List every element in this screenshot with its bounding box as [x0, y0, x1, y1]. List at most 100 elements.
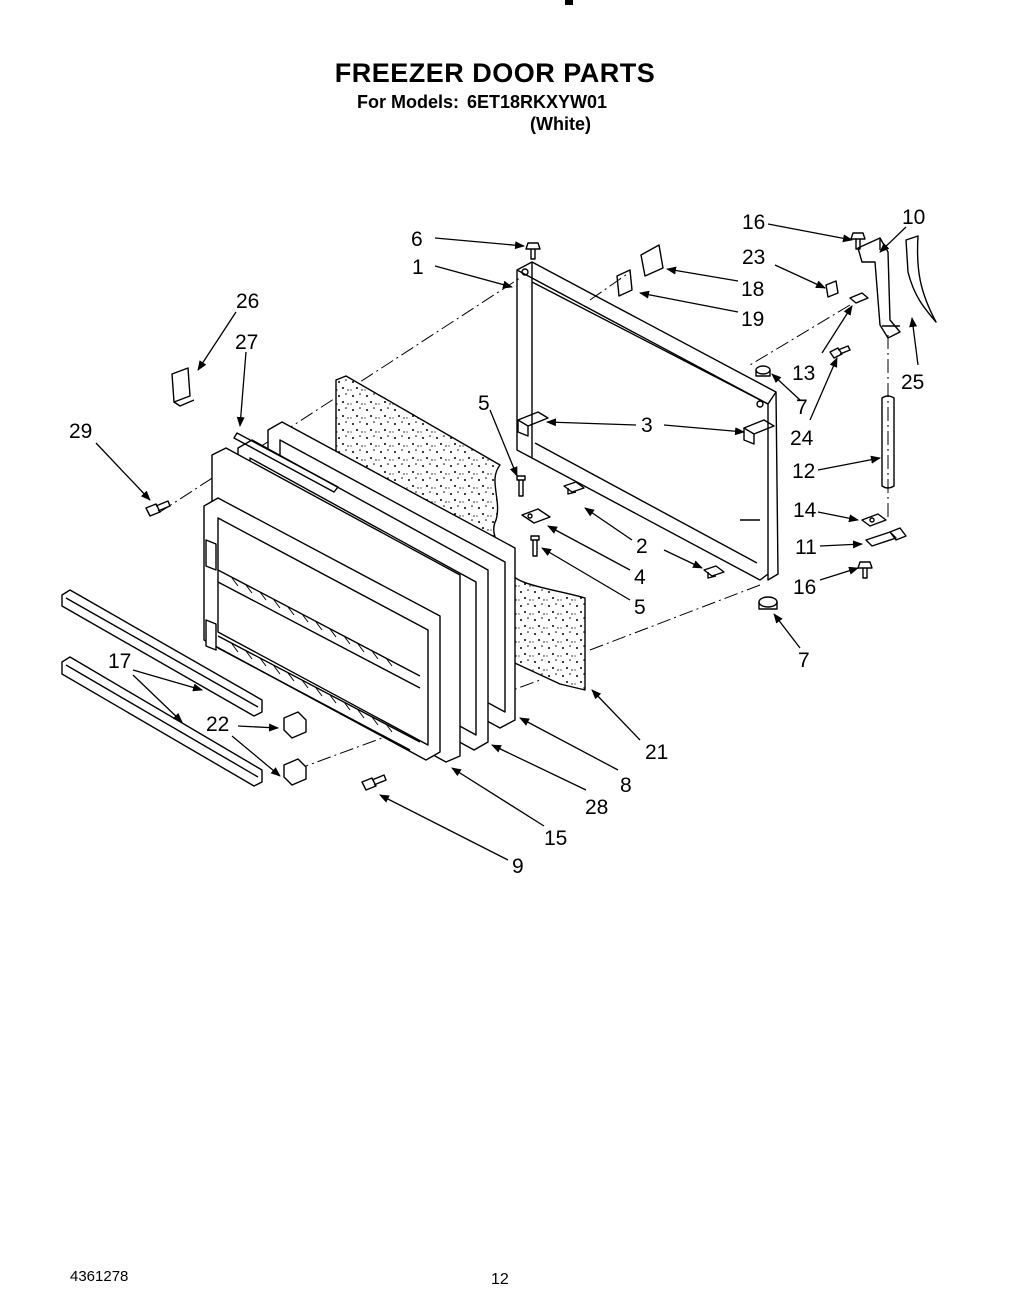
leader-12 — [817, 455, 881, 471]
callout-18: 18 — [741, 278, 764, 301]
leader-14 — [817, 511, 859, 523]
leader-21 — [591, 689, 641, 741]
end-cap-part-22-lower — [283, 758, 307, 786]
callout-15: 15 — [544, 827, 567, 850]
shelf-trim-part-17-upper — [61, 589, 263, 717]
leader-23 — [774, 264, 826, 289]
leader-19 — [639, 290, 739, 313]
leader-25 — [909, 317, 919, 366]
leader-2-right — [663, 549, 703, 569]
callout-26: 26 — [236, 290, 259, 313]
callout-21: 21 — [645, 741, 668, 764]
pad-part-19 — [616, 269, 633, 297]
handle-bar-part-12 — [881, 395, 895, 489]
screw-part-9 — [361, 774, 387, 791]
callout-23: 23 — [742, 246, 765, 269]
leader-15 — [451, 767, 545, 827]
leader-27 — [236, 351, 247, 427]
leader-11 — [819, 540, 863, 549]
callout-13: 13 — [792, 362, 815, 385]
leader-8 — [519, 717, 619, 771]
seal-strip-part-27 — [233, 432, 339, 493]
callout-4: 4 — [634, 566, 646, 589]
models-line: For Models: 6ET18RKXYW01 — [357, 92, 607, 113]
callout-17: 17 — [108, 650, 131, 673]
stop-part-2-right — [703, 565, 725, 579]
hinge-bracket-right — [743, 419, 775, 445]
leader-18 — [666, 266, 739, 282]
leader-26 — [197, 311, 237, 371]
screw-part-24 — [829, 345, 851, 359]
callout-25: 25 — [901, 371, 924, 394]
inner-door-liner — [203, 497, 441, 761]
screw-part-29 — [145, 500, 171, 517]
hinge-bracket-left — [517, 411, 549, 437]
callout-7-lower: 7 — [798, 649, 810, 672]
cap-part-7-lower — [758, 596, 778, 610]
leader-24 — [809, 357, 838, 421]
callout-19: 19 — [741, 308, 764, 331]
document-number: 4361278 — [70, 1268, 129, 1285]
callout-1: 1 — [412, 256, 424, 279]
plate-part-13 — [849, 292, 869, 304]
leader-5-lower — [541, 547, 631, 601]
leader-7-upper — [771, 373, 801, 401]
screw-part-16-upper — [850, 232, 866, 250]
plate-part-14 — [861, 513, 887, 527]
leader-16-lower — [819, 566, 859, 581]
top-edge-mark — [565, 0, 573, 5]
pad-part-18 — [640, 244, 664, 277]
color-note: (White) — [530, 114, 591, 134]
callout-6: 6 — [411, 228, 423, 251]
callout-labels: 1 2 3 4 5 5 6 7 7 8 9 10 11 12 13 14 15 … — [69, 206, 925, 878]
leader-17-b — [132, 674, 183, 723]
leader-7-lower — [773, 613, 801, 649]
screw-part-5-upper — [516, 475, 526, 497]
callout-11: 11 — [795, 536, 817, 559]
leader-6 — [434, 237, 525, 250]
stop-part-2-left — [563, 481, 585, 495]
leader-29 — [95, 442, 151, 501]
callout-2-left: 2 — [636, 535, 648, 558]
leader-22-a — [237, 723, 279, 732]
callout-5-lower: 5 — [634, 596, 646, 619]
callout-29: 29 — [69, 420, 92, 443]
leader-4 — [547, 525, 631, 571]
callout-16-upper: 16 — [742, 211, 765, 234]
callout-24: 24 — [790, 427, 814, 450]
leader-2-left — [584, 507, 633, 541]
callout-14: 14 — [793, 499, 817, 522]
leader-5-upper — [489, 409, 518, 477]
leader-1 — [434, 265, 513, 289]
callout-16-lower: 16 — [793, 576, 816, 599]
callout-12: 12 — [792, 460, 815, 483]
plate-part-4 — [521, 508, 551, 524]
callout-5-upper: 5 — [478, 392, 490, 415]
callout-22: 22 — [206, 713, 229, 736]
shelf-ribs — [231, 577, 393, 733]
callout-28: 28 — [585, 796, 608, 819]
leader-3-left — [546, 418, 637, 427]
leader-22-b — [231, 735, 281, 777]
screw-part-16-lower — [857, 561, 873, 579]
callout-27: 27 — [235, 331, 258, 354]
cap-part-7-upper — [755, 365, 771, 377]
leader-3-right — [663, 424, 745, 436]
leader-28 — [491, 744, 587, 791]
hinge-part-11 — [865, 527, 907, 547]
models-label: For Models: — [357, 92, 459, 112]
screw-part-6 — [525, 242, 541, 260]
shelf-trim-part-17-lower — [61, 656, 263, 787]
page-number: 12 — [491, 1271, 509, 1288]
shim-part-23 — [825, 280, 839, 298]
leader-10 — [879, 226, 907, 253]
model-number: 6ET18RKXYW01 — [467, 92, 608, 112]
callout-9: 9 — [512, 855, 524, 878]
door-frame — [516, 261, 779, 581]
clip-part-26 — [171, 367, 195, 407]
callout-10: 10 — [902, 206, 925, 229]
callout-8: 8 — [620, 774, 632, 797]
leader-16-upper — [767, 223, 853, 243]
leader-9 — [379, 794, 509, 861]
